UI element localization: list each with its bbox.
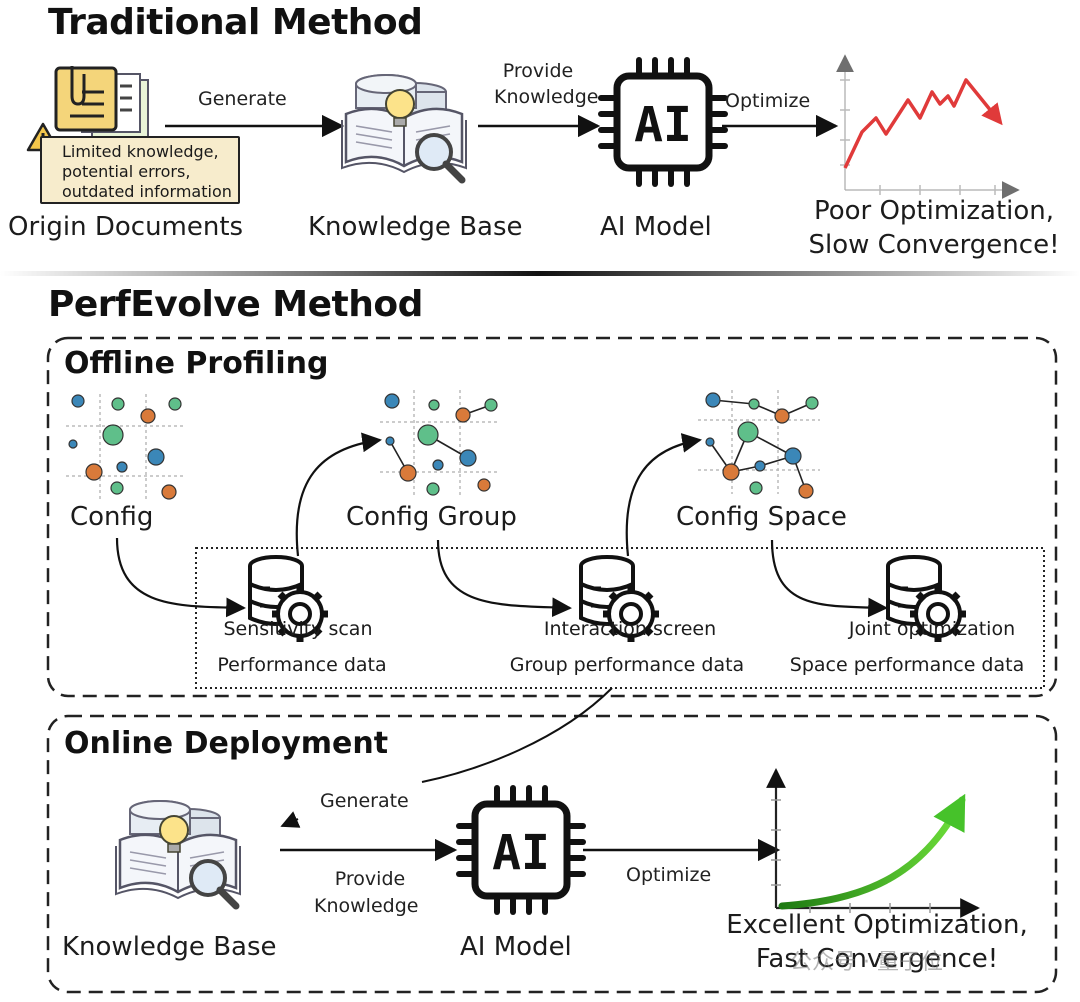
online-knowledge-base-icon bbox=[116, 801, 240, 906]
knowledge-base-icon bbox=[342, 75, 466, 180]
stage-3-step: Joint optimization bbox=[848, 618, 1016, 640]
watermark: 公众号 · 量子位 bbox=[790, 950, 943, 975]
online-deployment-title: Online Deployment bbox=[64, 726, 389, 761]
online-generate-curve bbox=[421, 687, 613, 783]
perfevolve-title: PerfEvolve Method bbox=[48, 284, 423, 325]
origin-documents-icon bbox=[54, 66, 149, 139]
ai-chip-text: AI bbox=[634, 97, 692, 153]
provide-label-line-2: Knowledge bbox=[494, 86, 599, 108]
offline-flow-arrows bbox=[115, 432, 888, 618]
data-box bbox=[195, 547, 1045, 689]
optimize-label: Optimize bbox=[725, 90, 811, 112]
poor-convergence-chart bbox=[836, 54, 1020, 199]
poor-result-line-2: Slow Convergence! bbox=[808, 230, 1060, 260]
limitations-note: Limited knowledge, potential errors, out… bbox=[40, 136, 240, 204]
online-ai-model-label: AI Model bbox=[460, 932, 572, 962]
online-generate-label: Generate bbox=[320, 790, 409, 812]
stage-2-data: Group performance data bbox=[509, 654, 745, 676]
excellent-result-line-2: Fast Convergence! bbox=[755, 944, 999, 974]
config-group-label: Config Group bbox=[346, 502, 517, 532]
excellent-result-line-1: Excellent Optimization, bbox=[726, 910, 1028, 940]
config-group-scatter-icon bbox=[380, 390, 498, 496]
poor-result-line-1: Poor Optimization, bbox=[813, 196, 1055, 226]
stage-3-data: Space performance data bbox=[789, 654, 1025, 676]
limitation-line-2: potential errors, bbox=[62, 162, 191, 181]
online-generate-arrowhead bbox=[280, 811, 301, 828]
config-label: Config bbox=[70, 502, 154, 532]
stage-2-step: Interaction screen bbox=[543, 618, 717, 640]
config-space-label: Config Space bbox=[676, 502, 847, 532]
ai-model-label: AI Model bbox=[600, 212, 712, 242]
online-frame bbox=[46, 714, 1058, 994]
stage-1-step: Sensitivity scan bbox=[223, 618, 373, 640]
online-optimize-label: Optimize bbox=[626, 864, 712, 886]
limitation-line-3: outdated information bbox=[62, 182, 232, 201]
provide-label-line-1: Provide bbox=[502, 60, 574, 82]
online-ai-chip-text: AI bbox=[492, 825, 550, 881]
section-divider bbox=[0, 271, 1080, 276]
config-scatter-icon bbox=[66, 394, 184, 500]
offline-frame bbox=[46, 336, 1058, 698]
online-knowledge-base-label: Knowledge Base bbox=[62, 932, 277, 962]
knowledge-base-label: Knowledge Base bbox=[308, 212, 523, 242]
config-space-scatter-icon bbox=[698, 390, 820, 499]
fast-convergence-chart bbox=[766, 768, 980, 918]
generate-label: Generate bbox=[198, 88, 287, 110]
limitation-line-1: Limited knowledge, bbox=[62, 142, 219, 161]
online-provide-label-line-1: Provide bbox=[334, 868, 406, 890]
online-provide-label-line-2: Knowledge bbox=[314, 895, 419, 917]
traditional-title: Traditional Method bbox=[48, 2, 423, 43]
stage-1-data: Performance data bbox=[217, 654, 387, 676]
origin-documents-label: Origin Documents bbox=[8, 212, 244, 242]
offline-profiling-title: Offline Profiling bbox=[64, 346, 329, 381]
